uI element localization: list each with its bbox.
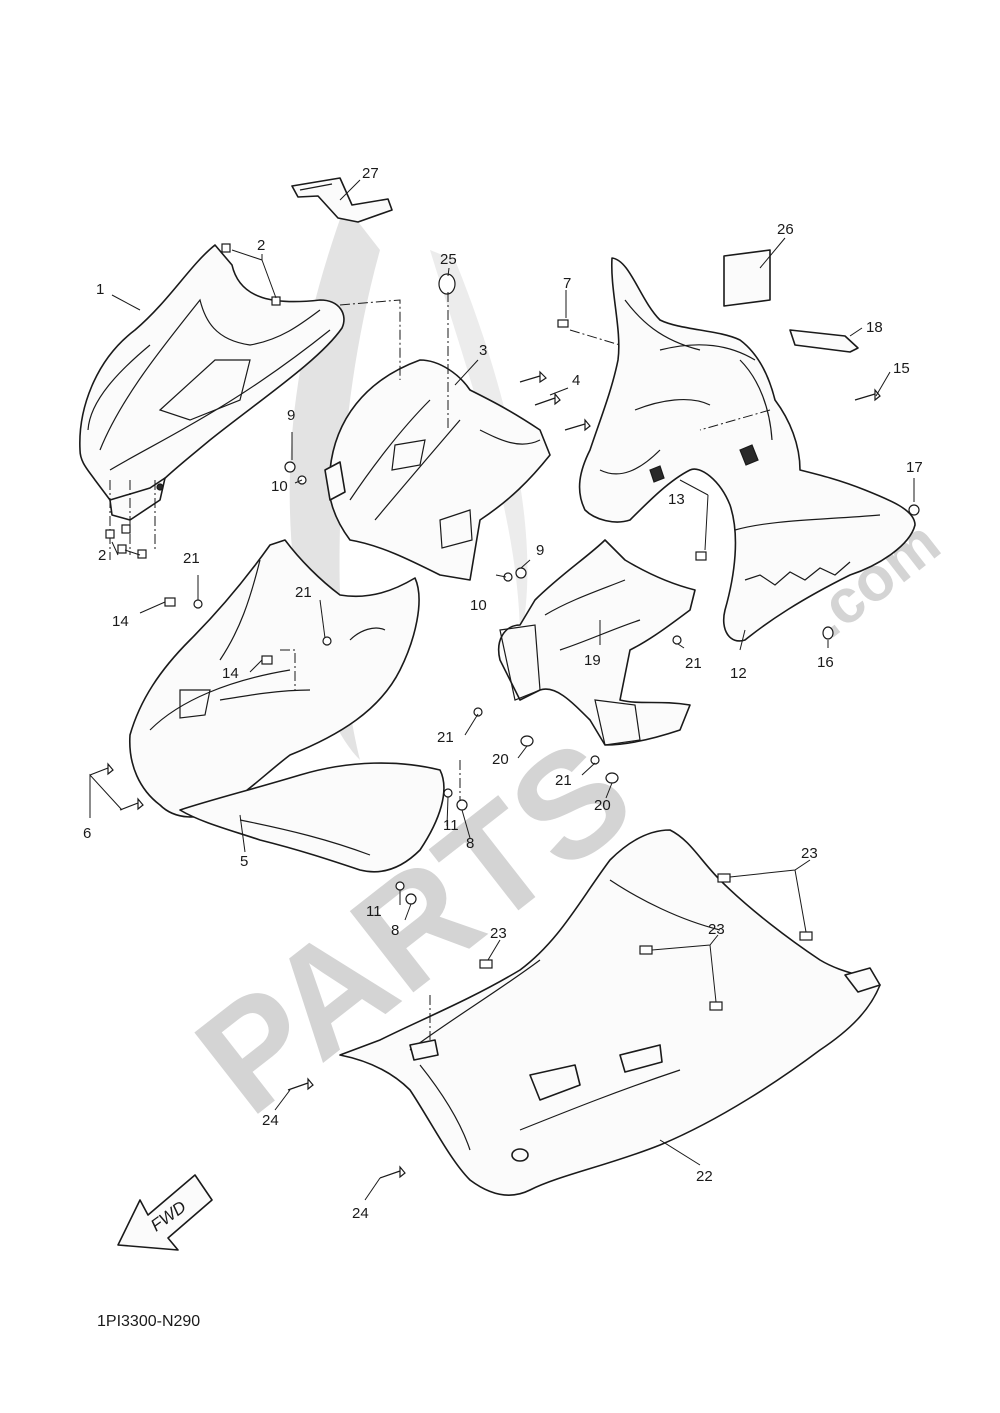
callout-7: 7: [563, 275, 571, 292]
part-12-leg-shield: [578, 257, 916, 642]
washer-11b: [395, 881, 405, 891]
screw-4b: [534, 392, 561, 406]
nut-14a: [164, 597, 176, 607]
callout-15: 15: [893, 360, 910, 377]
assembly-lines: [109, 292, 771, 1040]
callout-23-b: 23: [490, 925, 507, 942]
callout-16: 16: [817, 654, 834, 671]
screw-4c: [564, 418, 591, 432]
screw-6a: [89, 762, 114, 776]
nut-23b: [717, 873, 731, 883]
callout-14-a: 14: [112, 613, 129, 630]
clip-2d: [121, 524, 131, 534]
clip-2c: [105, 529, 115, 539]
part-25-grommet: [438, 273, 456, 295]
nut-23a: [479, 959, 493, 969]
diagram-code: 1PI3300-N290: [97, 1313, 200, 1330]
callout-22: 22: [696, 1168, 713, 1185]
screw-21c: [672, 635, 682, 645]
screw-4a: [519, 370, 547, 384]
nut-16: [822, 626, 834, 640]
clip-2f: [137, 549, 147, 559]
callout-5: 5: [240, 853, 248, 870]
screw-21e: [590, 755, 600, 765]
part-22-floorboard: [339, 829, 881, 1196]
screw-21a: [193, 599, 203, 609]
callout-1: 1: [96, 281, 104, 298]
callout-9-upper: 9: [287, 407, 295, 424]
callout-24-b: 24: [352, 1205, 369, 1222]
callout-23-c: 23: [708, 921, 725, 938]
screw-9a: [284, 461, 296, 473]
callout-6: 6: [83, 825, 91, 842]
part-18-strip: [789, 329, 859, 353]
nut-20a: [520, 735, 534, 747]
callout-11-b: 11: [366, 903, 382, 920]
clip-2b: [271, 296, 281, 306]
screw-21b: [322, 636, 332, 646]
callout-labels: 27 26 25 2 1 7 3 18 4 15 9 10 17 13 2 21…: [83, 165, 923, 1222]
leader-lines: [89, 179, 915, 1201]
callout-20-b: 20: [594, 797, 611, 814]
screw-24b: [379, 1165, 406, 1179]
callout-21-e: 21: [555, 772, 572, 789]
callout-25: 25: [440, 251, 457, 268]
screw-6b: [119, 797, 144, 811]
screw-8a: [456, 799, 468, 811]
washer-11a: [443, 788, 453, 798]
callout-2-top: 2: [257, 237, 265, 254]
callout-18: 18: [866, 319, 883, 336]
screw-9b: [515, 567, 527, 579]
callout-11-a: 11: [443, 817, 459, 834]
nut-23c: [799, 931, 813, 941]
screw-24a: [287, 1077, 314, 1091]
callout-10-lower: 10: [470, 597, 487, 614]
callout-21-a: 21: [183, 550, 200, 567]
nut-14b: [261, 655, 273, 665]
screw-21d: [473, 707, 483, 717]
callout-2-lower: 2: [98, 547, 106, 564]
nut-20b: [605, 772, 619, 784]
callout-26: 26: [777, 221, 794, 238]
callout-20-a: 20: [492, 751, 509, 768]
nut-23e: [709, 1001, 723, 1011]
part-5-side-cover: [129, 539, 445, 873]
part-27-trim: [291, 177, 393, 223]
part-1-front-cover: [79, 244, 345, 521]
callout-23-a: 23: [801, 845, 818, 862]
callout-21-d: 21: [437, 729, 454, 746]
callout-27: 27: [362, 165, 379, 182]
callout-10-upper: 10: [271, 478, 288, 495]
callout-19: 19: [584, 652, 601, 669]
callout-12: 12: [730, 665, 747, 682]
callout-4: 4: [572, 372, 580, 389]
part-3-inner-cover: [324, 359, 551, 581]
part-19-center-cover: [498, 539, 696, 746]
callout-9-lower: 9: [536, 542, 544, 559]
callout-24-a: 24: [262, 1112, 279, 1129]
callout-8-b: 8: [391, 922, 399, 939]
callout-8-a: 8: [466, 835, 474, 852]
nut-23d: [639, 945, 653, 955]
clip-2e: [117, 544, 127, 554]
clip-2a: [221, 243, 231, 253]
nut-7: [557, 319, 569, 328]
callout-3: 3: [479, 342, 487, 359]
nut-13: [695, 551, 707, 561]
callout-21-b: 21: [295, 584, 312, 601]
callout-21-c: 21: [685, 655, 702, 672]
callout-13: 13: [668, 491, 685, 508]
screw-17: [908, 504, 920, 516]
callout-17: 17: [906, 459, 923, 476]
part-26-label: [723, 249, 771, 307]
callout-14-b: 14: [222, 665, 239, 682]
screw-8b: [405, 893, 417, 905]
fwd-arrow: FWD: [117, 1174, 213, 1251]
